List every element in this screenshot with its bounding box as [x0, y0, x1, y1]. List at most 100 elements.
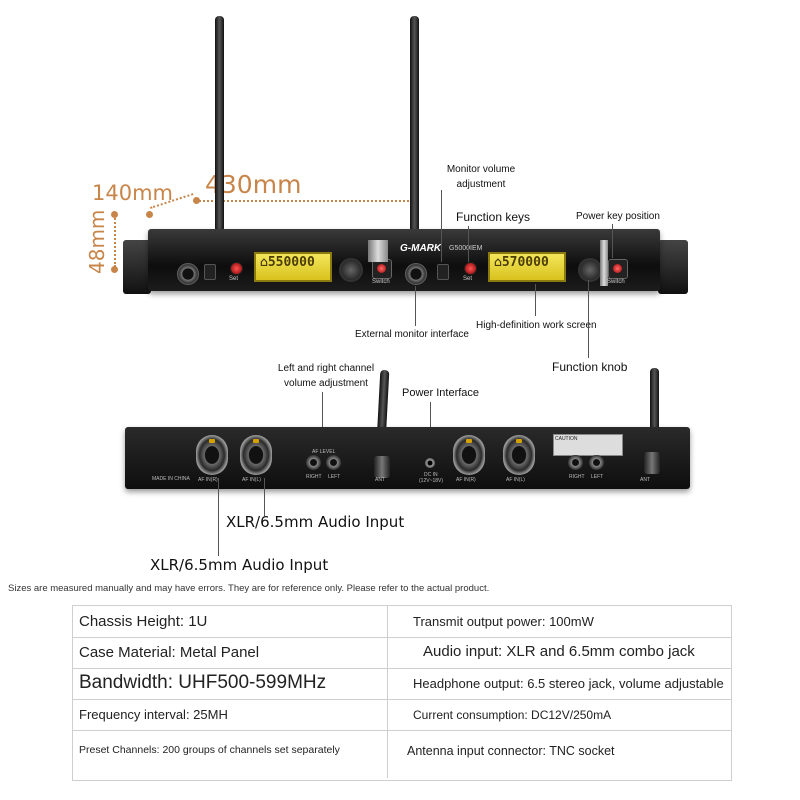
set-button-right[interactable] [464, 262, 477, 275]
switch-label-right: Switch [607, 279, 625, 285]
right-label-2: RIGHT [569, 474, 585, 480]
spec-left: Bandwidth: UHF500-599MHz [79, 672, 327, 693]
xlr-input-r1[interactable] [196, 435, 228, 475]
brand-logo: G-MARK [400, 243, 442, 254]
set-button-left[interactable] [230, 262, 243, 275]
antenna-connector-right[interactable] [644, 452, 660, 474]
height-line [114, 215, 116, 267]
af-level-left-2[interactable] [589, 455, 604, 470]
leader-line [535, 284, 536, 316]
callout-power-interface: Power Interface [402, 387, 480, 399]
spec-table: Chassis Height: 1U Transmit output power… [72, 605, 732, 781]
power-icon [613, 264, 622, 273]
front-panel [148, 229, 660, 291]
dim-dot [111, 211, 118, 218]
ant-label-2: ANT [640, 477, 650, 483]
spec-right: Transmit output power: 100mW [413, 614, 594, 629]
af-level-right-2[interactable] [568, 455, 583, 470]
spec-row: Bandwidth: UHF500-599MHz Headphone outpu… [73, 668, 731, 700]
external-monitor-jack[interactable] [405, 263, 427, 285]
xlr-input-l2[interactable] [503, 435, 535, 475]
power-icon [377, 264, 386, 273]
leader-line [468, 226, 469, 262]
set-label-right: Set [463, 276, 473, 282]
made-in-label: MADE IN CHINA [152, 476, 190, 482]
leader-line [264, 478, 265, 516]
callout-monitor-volume: Monitor volume adjustment [446, 164, 516, 190]
leader-line [441, 190, 442, 262]
lcd-screen-right: ⌂570000 [488, 252, 566, 282]
leader-line [588, 280, 589, 358]
af-level-label-1: AF LEVEL [312, 449, 336, 455]
rack-ear-right [658, 240, 688, 294]
antenna-connector-left[interactable] [374, 456, 390, 478]
xlr-input-l1[interactable] [240, 435, 272, 475]
back-antenna-right [650, 368, 659, 460]
spec-left: Case Material: Metal Panel [79, 644, 260, 661]
left-label-2: LEFT [591, 474, 604, 480]
af-in-r-label-1: AF IN(R) [198, 477, 218, 483]
spec-row: Case Material: Metal Panel Audio input: … [73, 637, 731, 669]
xlr-input-title-2: XLR/6.5mm Audio Input [150, 556, 329, 574]
spec-right: Audio input: XLR and 6.5mm combo jack [423, 643, 695, 660]
dim-dot [146, 211, 153, 218]
spec-right: Current consumption: DC12V/250mA [413, 708, 612, 722]
spec-left: Preset Channels: 200 groups of channels … [79, 744, 340, 756]
xlr-input-title-1: XLR/6.5mm Audio Input [226, 513, 405, 531]
switch-label-left: Switch [372, 279, 390, 285]
right-label-1: RIGHT [306, 474, 322, 480]
caution-text: CAUTION [555, 436, 578, 442]
dc-spec-label: (12V~18V) [419, 478, 444, 484]
depth-label: 140mm [92, 181, 173, 205]
leader-line [218, 478, 219, 556]
caution-label: CAUTION [553, 434, 623, 456]
brand-plate [368, 240, 388, 262]
callout-power-key: Power key position [576, 211, 660, 222]
callout-hd-screen: High-definition work screen [476, 320, 597, 331]
width-line [196, 200, 412, 202]
function-knob-left[interactable] [339, 258, 363, 282]
dc-in-label: DC IN [424, 472, 438, 478]
lcd-readout-right: ⌂570000 [494, 255, 549, 270]
spec-row: Frequency interval: 25MH Current consump… [73, 699, 731, 731]
dim-dot [111, 266, 118, 273]
headphone-jack-left[interactable] [177, 263, 199, 285]
af-level-right-1[interactable] [306, 455, 321, 470]
power-button-left[interactable] [372, 259, 392, 279]
spec-right: Headphone output: 6.5 stereo jack, volum… [413, 676, 724, 691]
callout-function-keys: Function keys [456, 210, 531, 224]
spec-row: Chassis Height: 1U Transmit output power… [73, 606, 731, 638]
ant-label-1: ANT [375, 477, 385, 483]
model-label: G5000IEM [449, 245, 483, 252]
af-in-l-label-2: AF IN(L) [506, 477, 525, 483]
antenna-left [215, 16, 224, 230]
callout-external-monitor: External monitor interface [355, 329, 469, 340]
xlr-input-r2[interactable] [453, 435, 485, 475]
side-plate [600, 240, 608, 286]
function-knob-right[interactable] [578, 258, 602, 282]
af-level-left-1[interactable] [326, 455, 341, 470]
lcd-readout-left: ⌂550000 [260, 255, 315, 270]
monitor-volume-button[interactable] [437, 264, 449, 280]
disclaimer-note: Sizes are measured manually and may have… [8, 583, 490, 594]
leader-line [322, 392, 323, 444]
af-in-l-label-1: AF IN(L) [242, 477, 261, 483]
spec-row: Preset Channels: 200 groups of channels … [73, 730, 731, 778]
volume-button-left[interactable] [204, 264, 216, 280]
antenna-right [410, 16, 419, 230]
spec-right: Antenna input connector: TNC socket [407, 744, 615, 758]
height-label: 48mm [85, 209, 109, 274]
dc-in-jack[interactable] [425, 458, 435, 468]
spec-left: Frequency interval: 25MH [79, 707, 228, 722]
af-in-r-label-2: AF IN(R) [456, 477, 476, 483]
power-button-right[interactable] [608, 259, 628, 279]
callout-function-knob: Function knob [552, 360, 628, 374]
rack-ear-left [123, 240, 151, 294]
set-label-left: Set [229, 276, 239, 282]
lcd-screen-left: ⌂550000 [254, 252, 332, 282]
spec-left: Chassis Height: 1U [79, 613, 208, 630]
leader-line [415, 286, 416, 326]
callout-lr-volume: Left and right channel volume adjustment [277, 363, 375, 389]
left-label-1: LEFT [328, 474, 341, 480]
leader-line [612, 224, 613, 258]
